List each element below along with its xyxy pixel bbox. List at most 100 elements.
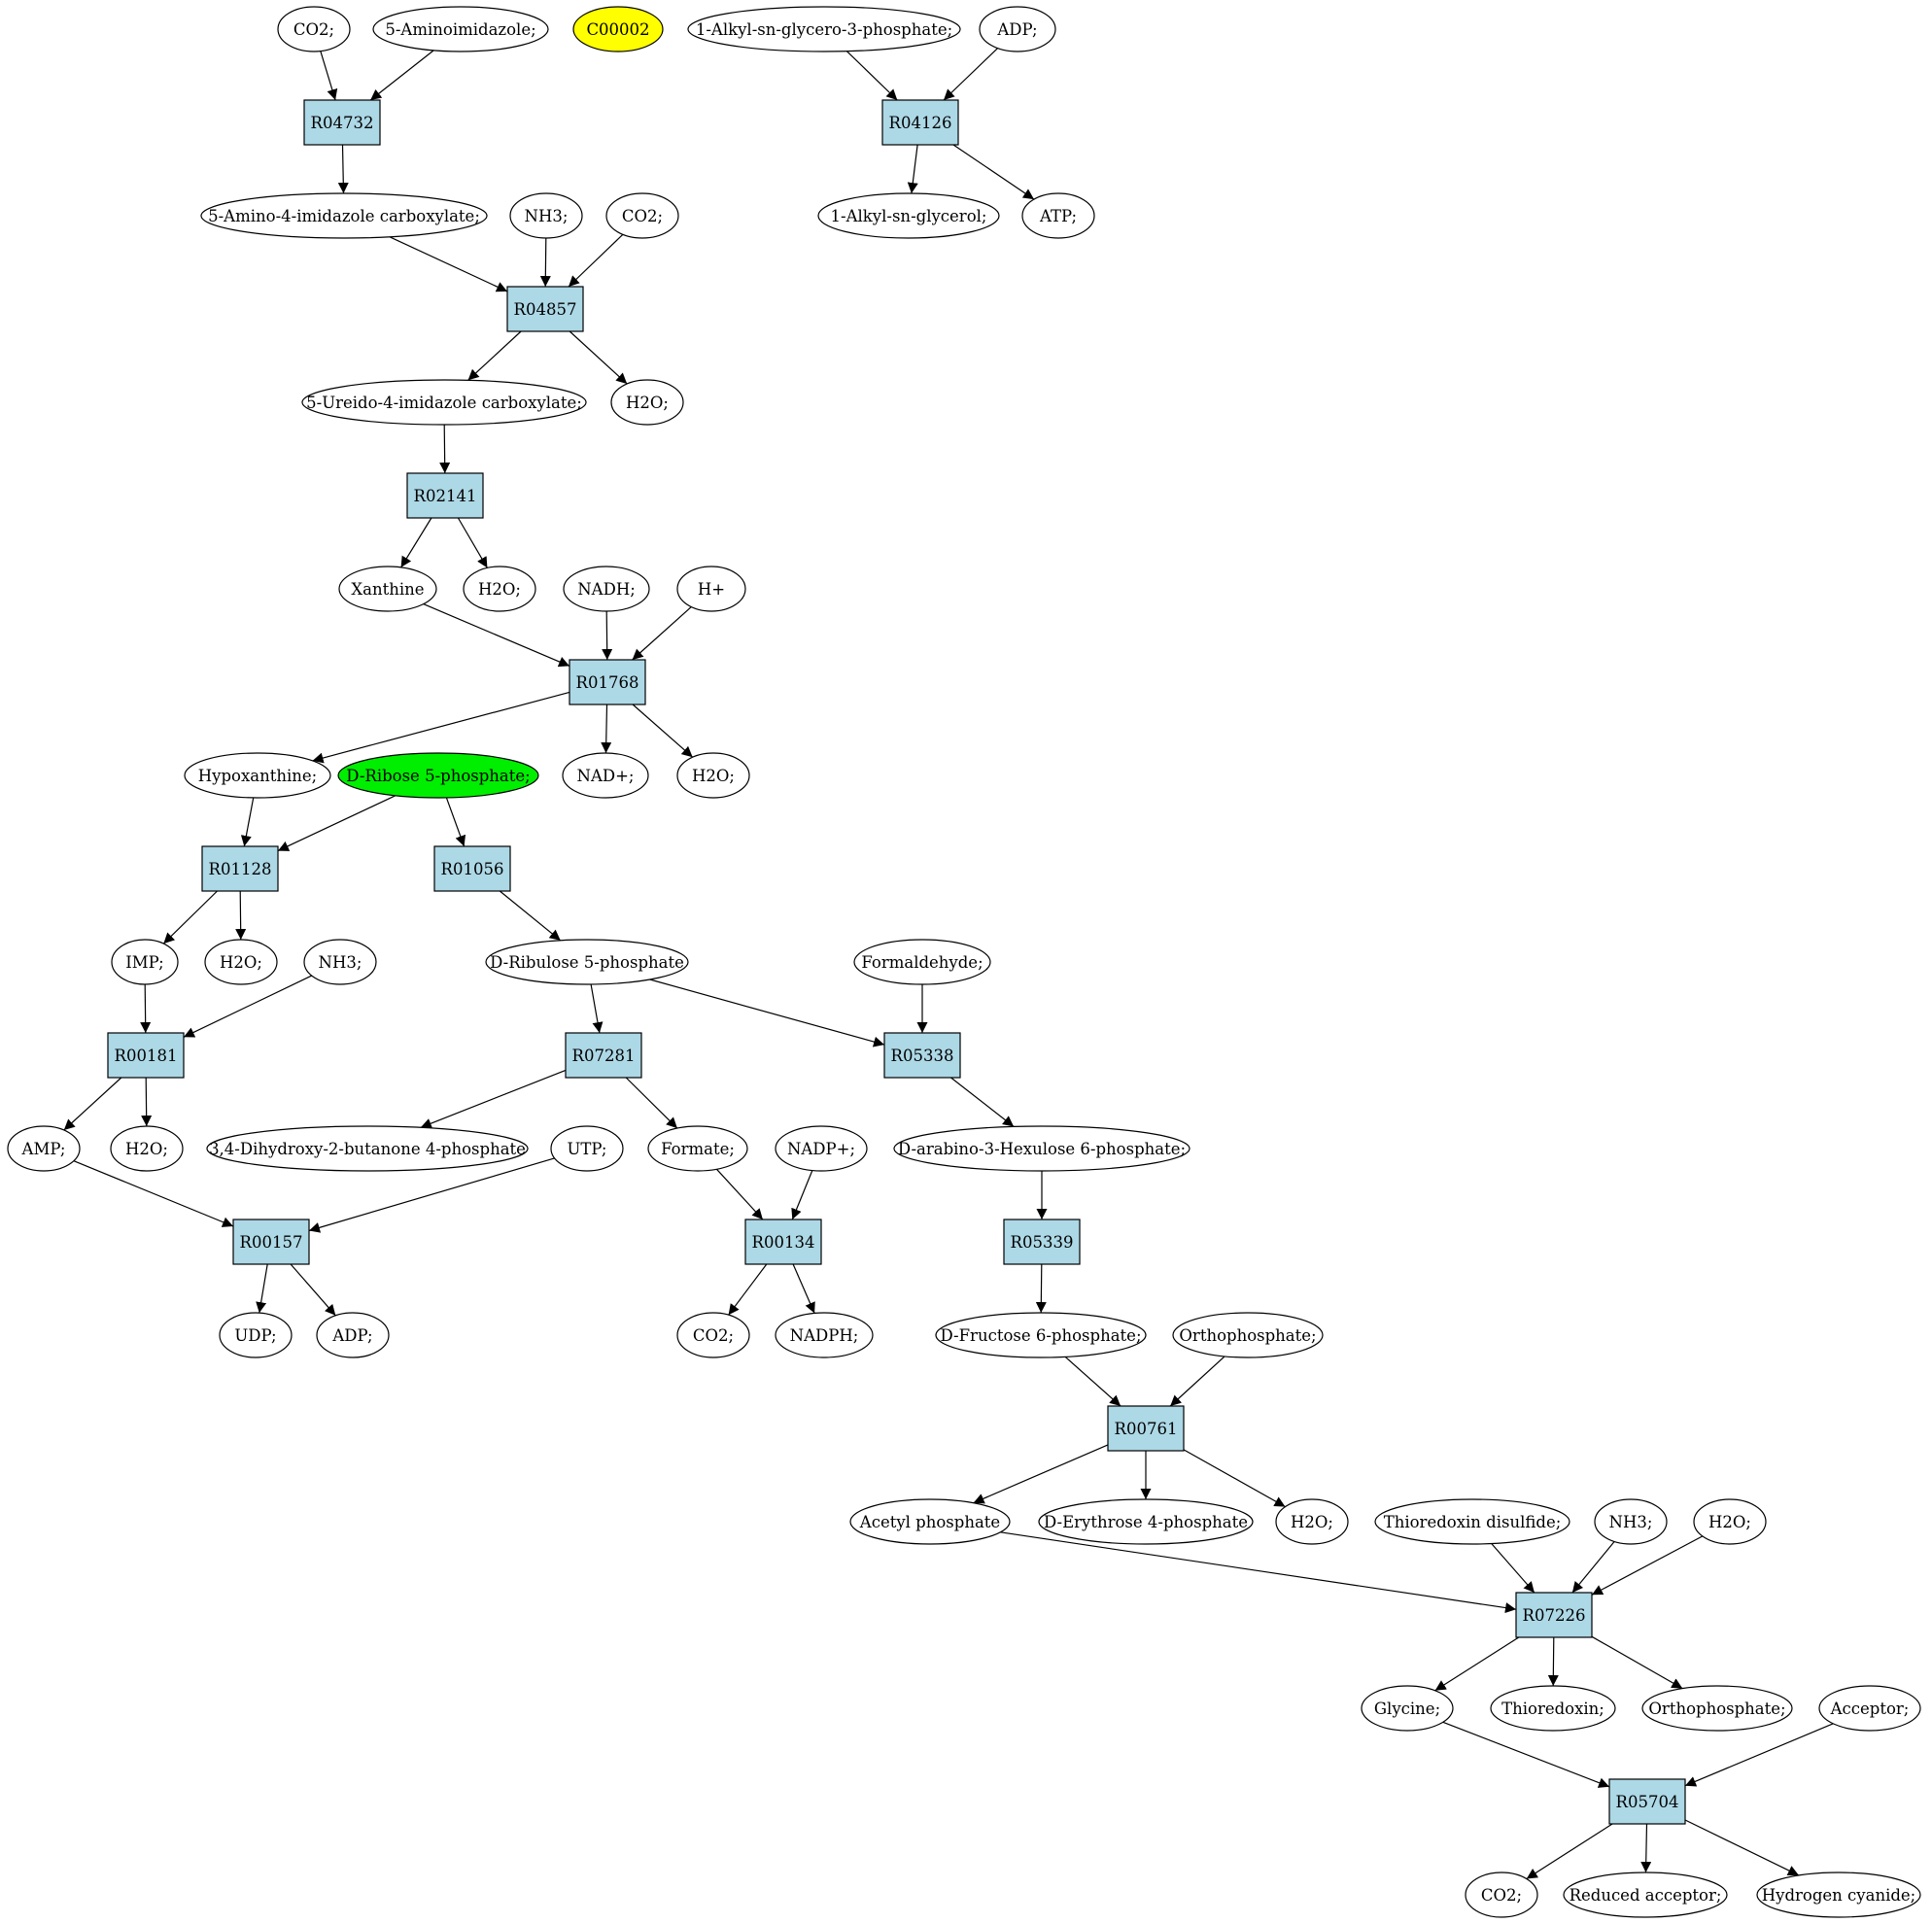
reaction-box (201, 845, 279, 892)
edge-arrow (1000, 1531, 1517, 1614)
compound-label: Hypoxanthine; (198, 767, 317, 785)
edge-arrow (240, 797, 255, 847)
compound-ellipse (303, 939, 377, 985)
edge-arrow (183, 975, 312, 1038)
compound-node-c_erythrose4p: D-Erythrose 4-phosphate (1038, 1498, 1254, 1545)
compound-node-c_co2_2: CO2; (605, 192, 679, 239)
edge-arrow (1442, 1721, 1610, 1788)
compound-ellipse (184, 752, 331, 799)
compound-ellipse (676, 1312, 750, 1358)
compound-ellipse (1563, 1871, 1728, 1918)
compound-node-c_fructose6p: D-Fructose 6-phosphate; (935, 1312, 1147, 1358)
compound-ellipse (563, 566, 650, 612)
compound-ellipse (1756, 1871, 1921, 1918)
compound-label: CO2; (293, 20, 334, 39)
edge-arrow (649, 979, 885, 1047)
compound-ellipse (1361, 1685, 1454, 1732)
edge-arrow (539, 237, 551, 288)
compound-ellipse (1594, 1498, 1668, 1545)
compound-node-c_glycine: Glycine; (1361, 1685, 1454, 1732)
compound-node-c_h2o_4: H2O; (204, 939, 278, 985)
reaction-label: R05704 (1616, 1793, 1679, 1811)
reaction-label: R05339 (1011, 1233, 1074, 1252)
edge-arrow (1591, 1535, 1704, 1596)
compound-node-c_nh3_2: NH3; (303, 939, 377, 985)
reaction-label: R00157 (240, 1233, 303, 1252)
compound-node-c_utp: UTP; (550, 1125, 624, 1172)
compound-ellipse (7, 1125, 81, 1172)
compound-node-c_udp: UDP; (219, 1312, 293, 1358)
compound-node-c_alkylglycerophosphate: 1-Alkyl-sn-glycero-3-phosphate; (687, 6, 961, 52)
compound-ellipse (316, 1312, 390, 1358)
edge-arrow (320, 51, 338, 101)
reaction-node-r_R04126: R04126 (881, 99, 959, 146)
compound-node-c_co2_4: CO2; (1465, 1871, 1538, 1918)
compound-ellipse (1465, 1871, 1538, 1918)
compound-label: NH3; (525, 207, 569, 225)
compound-ellipse (277, 6, 351, 52)
compound-ellipse (372, 6, 549, 52)
edge-arrow (590, 983, 604, 1034)
reaction-node-r_R01128: R01128 (201, 845, 279, 892)
compound-label: ADP; (996, 20, 1037, 39)
compound-label: Formaldehyde; (861, 953, 983, 972)
compound-node-c_nh3_1: NH3; (509, 192, 583, 239)
reaction-node-r_R04732: R04732 (303, 99, 381, 146)
compound-node-c_h2o_6: H2O; (1275, 1498, 1349, 1545)
edge-arrow (369, 50, 434, 101)
reaction-node-r_R01056: R01056 (433, 845, 511, 892)
reaction-label: R07281 (572, 1047, 636, 1065)
compound-label: Thioredoxin disulfide; (1384, 1513, 1562, 1531)
compound-label: AMP; (21, 1140, 66, 1158)
compound-node-c_h2o_1: H2O; (610, 379, 684, 426)
compound-node-c_orthophosphate_2: Orthophosphate; (1641, 1685, 1793, 1732)
compound-ellipse (817, 192, 1000, 239)
edge-arrow (601, 704, 612, 754)
compound-node-c_hydrogencyanide: Hydrogen cyanide; (1756, 1871, 1921, 1918)
compound-ellipse (110, 1125, 184, 1172)
edge-arrow (1064, 1356, 1121, 1407)
edge-arrow (73, 1160, 234, 1227)
compound-label: D-Ribose 5-phosphate; (346, 767, 530, 785)
compound-node-c_aminoimidazolecarboxylate: 5-Amino-4-imidazole carboxylate; (200, 192, 488, 239)
reaction-node-r_R05704: R05704 (1608, 1778, 1686, 1825)
reaction-box (1107, 1405, 1185, 1452)
compound-ellipse (979, 6, 1056, 52)
compound-label: 5-Amino-4-imidazole carboxylate; (208, 207, 480, 225)
reaction-node-r_R05339: R05339 (1003, 1219, 1081, 1265)
compound-label: CO2; (693, 1326, 734, 1345)
edge-arrow (1571, 1541, 1615, 1594)
edge-arrow (1035, 1263, 1047, 1314)
compound-ellipse (111, 939, 179, 985)
compound-ellipse (605, 192, 679, 239)
edge-arrow (140, 983, 152, 1034)
compound-node-c_h2o_5: H2O; (110, 1125, 184, 1172)
compound-ellipse (206, 1125, 529, 1172)
compound-label: Xanthine (351, 580, 424, 599)
compound-label: Glycine; (1374, 1700, 1440, 1718)
reaction-box (569, 659, 646, 705)
compound-label: C00002 (586, 20, 649, 39)
compound-ellipse (1374, 1498, 1570, 1545)
compound-label: NH3; (1609, 1513, 1653, 1531)
compound-ellipse (301, 379, 587, 426)
compound-ellipse (853, 939, 991, 985)
edge-arrow (568, 233, 624, 288)
compound-node-c_nadplus: NAD+; (562, 752, 649, 799)
compound-ellipse (463, 566, 536, 612)
compound-label: D-Ribulose 5-phosphate (490, 953, 684, 972)
compound-label: 5-Ureido-4-imidazole carboxylate; (306, 394, 582, 412)
reaction-box (744, 1219, 822, 1265)
compound-label: D-Fructose 6-phosphate; (941, 1326, 1142, 1345)
compound-label: UTP; (568, 1140, 607, 1158)
compound-label: 5-Aminoimidazole; (385, 20, 535, 39)
compound-ellipse (1038, 1498, 1254, 1545)
compound-node-c_adp_2: ADP; (316, 1312, 390, 1358)
compound-node-c_nadpplus: NADP+; (775, 1125, 868, 1172)
compound-ellipse (1021, 192, 1095, 239)
edge-arrow (973, 1444, 1109, 1504)
reaction-box (881, 99, 959, 146)
reaction-label: R04732 (311, 114, 374, 132)
edge-arrow (63, 1077, 122, 1131)
